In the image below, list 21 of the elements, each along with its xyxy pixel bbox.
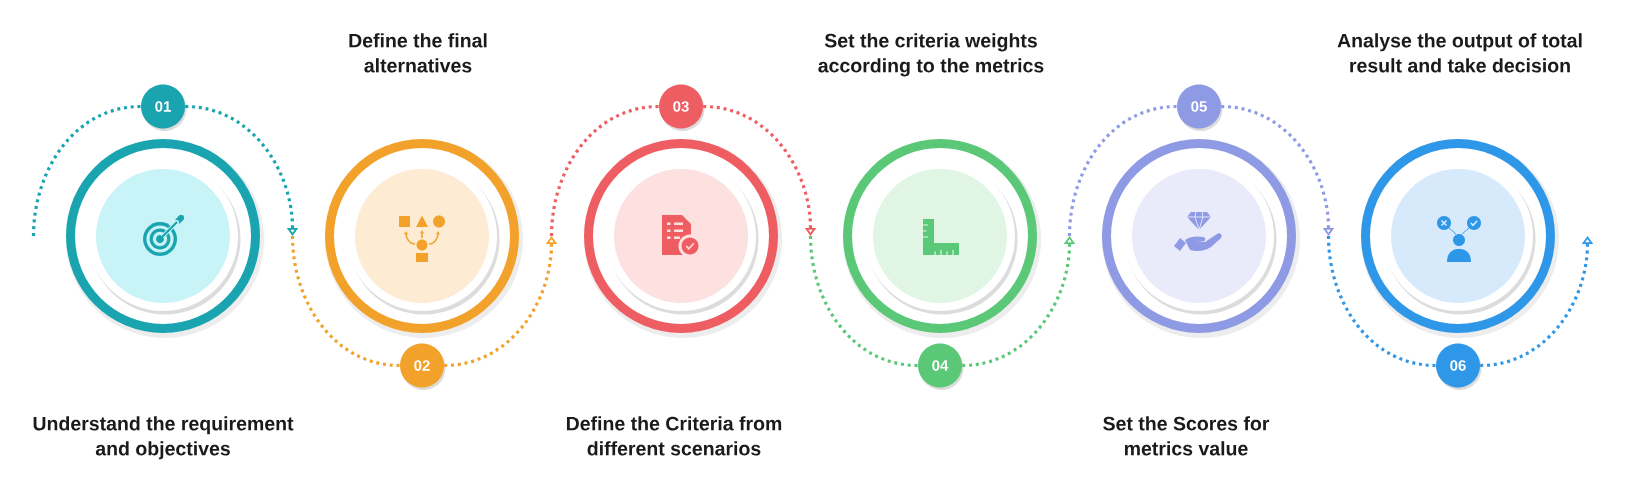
number-badge: 02 [400,343,446,390]
dotted-line [549,104,659,237]
dotted-line [290,235,400,368]
number-badge: 05 [1177,84,1223,131]
dotted-arrow [185,104,299,236]
dotted-line [1067,104,1177,237]
number-badge: 06 [1436,343,1482,390]
step-label: Set the criteria weights according to the metrics [818,33,1044,77]
dotted-arrow [703,104,817,236]
dotted-line [31,104,141,237]
dotted-line [1326,235,1436,368]
step-label: Define the Criteria from different scenarios [566,416,782,456]
dotted-arrow [1221,104,1335,236]
dotted-line [808,235,918,368]
number-badge: 03 [659,84,705,131]
step-label: Understand the requirement and objectives [33,416,294,460]
number-badge: 04 [918,343,964,390]
step-label: Define the final alternatives [349,33,487,73]
step-label: Set the Scores for metrics value [1103,416,1270,456]
number-badge: 01 [141,84,187,131]
step-label: Analyse the output of total result and take decision [1337,33,1582,73]
